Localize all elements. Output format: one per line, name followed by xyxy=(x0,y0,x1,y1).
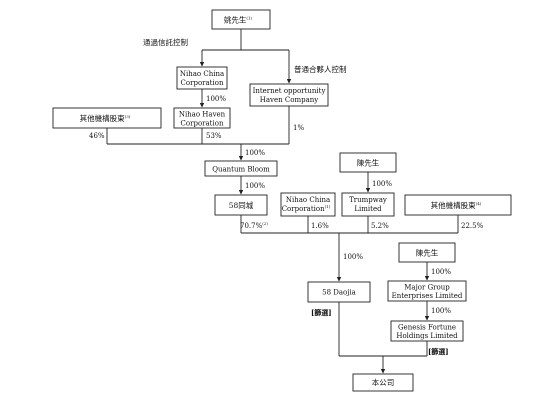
label-internet-opportunity-line1: Internet opportunity xyxy=(253,87,326,95)
tag-58-daojia: [篩選] xyxy=(311,308,332,317)
label-major-group-line2: Enterprises Limited xyxy=(392,292,463,300)
edge-label-trumpway-pct: 5.2% xyxy=(371,222,389,230)
edge-label-to-quantum-bloom: 100% xyxy=(245,149,265,157)
edge-label-nihao-haven-pct: 53% xyxy=(206,132,222,140)
edge-label-nihao-china-2-pct: 1.6% xyxy=(311,222,329,230)
box-chen-2 xyxy=(398,242,456,263)
edge-label-other-inst-1-pct: 46% xyxy=(89,132,105,140)
box-internet-opportunity xyxy=(249,83,329,107)
label-quantum-bloom: Quantum Bloom xyxy=(212,166,270,174)
box-yao xyxy=(211,9,271,30)
label-chen-2: 陳先生 xyxy=(416,248,439,258)
label-other-inst-2: 其他機構股東(4) xyxy=(431,200,482,210)
edge-label-quantum-to-58: 100% xyxy=(245,182,265,190)
box-58-daojia xyxy=(307,281,371,303)
label-genesis-fortune-line2: Holdings Limited xyxy=(396,332,458,340)
label-chen-1: 陳先生 xyxy=(357,158,380,168)
edge-label-nihao-china-to-haven: 100% xyxy=(206,95,226,103)
edge-label-to-58-daojia: 100% xyxy=(343,253,363,261)
box-nihao-china-2 xyxy=(280,192,336,217)
box-nihao-china-1 xyxy=(176,66,228,90)
label-major-group-line1: Major Group xyxy=(404,284,450,292)
box-genesis-fortune xyxy=(390,320,464,342)
box-company xyxy=(352,373,414,392)
edge-label-chen-to-major: 100% xyxy=(431,268,451,276)
label-nihao-china-2-line1: Nihao China xyxy=(286,196,330,204)
label-nihao-china-1-line2: Corporation xyxy=(181,79,224,87)
label-nihao-haven-line1: Nihao Haven xyxy=(179,111,226,119)
label-trumpway-line2: Limited xyxy=(354,205,382,213)
label-internet-opportunity-line2: Haven Company xyxy=(260,96,318,104)
label-58-daojia: 58 Daojia xyxy=(322,289,356,297)
box-chen-1 xyxy=(339,152,397,173)
label-genesis-fortune-line1: Genesis Fortune xyxy=(398,324,456,332)
edge-label-other-inst-2-pct: 22.5% xyxy=(461,222,484,230)
label-trumpway-line1: Trumpway xyxy=(349,196,387,204)
edge-label-58-pct: 70.7%(2) xyxy=(240,221,268,230)
label-company: 本公司 xyxy=(372,377,395,387)
box-other-inst-2 xyxy=(404,194,512,216)
box-58-tongcheng xyxy=(214,194,268,216)
label-nihao-china-1-line1: Nihao China xyxy=(180,70,224,78)
edge-label-major-to-genesis: 100% xyxy=(431,307,451,315)
label-nihao-haven-line2: Corporation xyxy=(181,120,224,128)
label-58-tongcheng: 58同城 xyxy=(229,201,254,210)
edge-label-gp-control: 普通合夥人控制 xyxy=(294,64,347,74)
label-yao: 姚先生(1) xyxy=(224,15,253,25)
edge-label-chen-to-trumpway: 100% xyxy=(372,180,392,188)
box-trumpway xyxy=(341,192,395,217)
edge-label-trust-control: 通過信託控制 xyxy=(143,37,188,47)
tag-genesis-fortune: [篩選] xyxy=(428,347,449,356)
box-major-group xyxy=(387,280,467,302)
edge-label-internet-opportunity-pct: 1% xyxy=(293,124,304,132)
box-nihao-haven xyxy=(173,107,231,129)
label-nihao-china-2-line2: Corporation(1) xyxy=(282,204,331,213)
label-other-inst-1: 其他機構股東(3) xyxy=(80,113,131,123)
box-quantum-bloom xyxy=(204,160,278,177)
box-other-inst-1 xyxy=(52,107,162,129)
